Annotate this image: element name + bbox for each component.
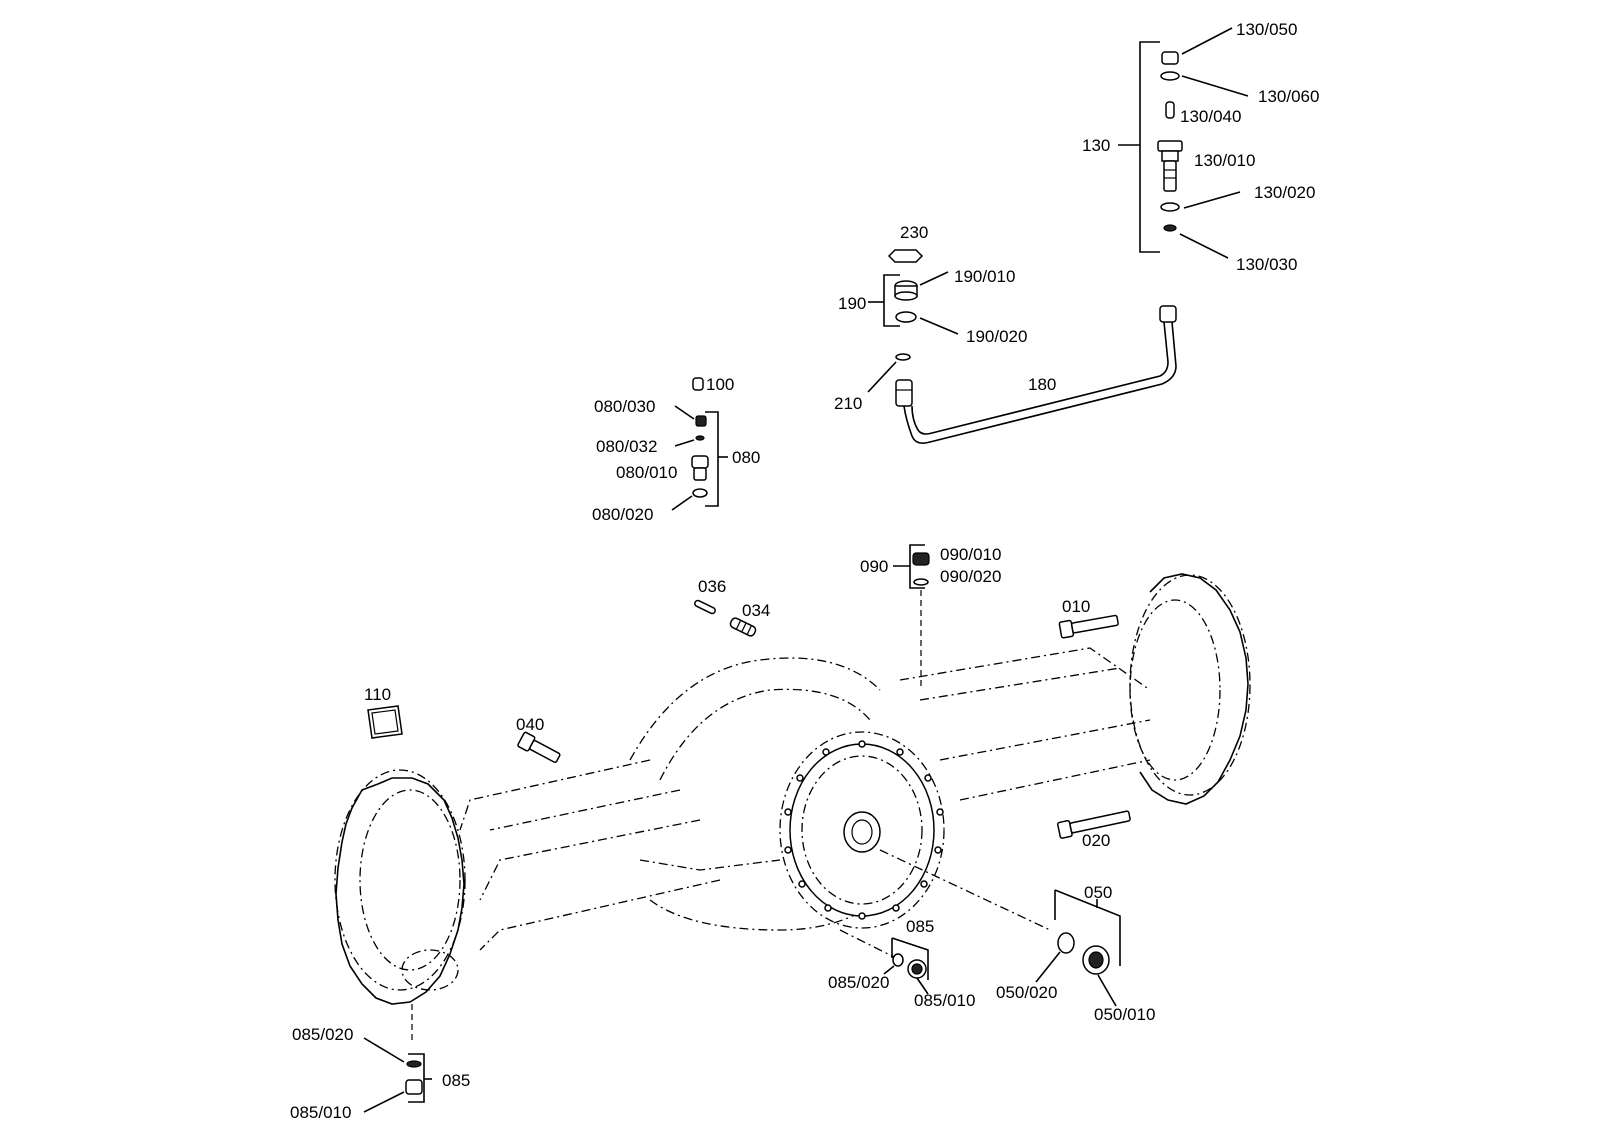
breather-080-010 bbox=[691, 455, 709, 481]
label-130-030: 130/030 bbox=[1236, 255, 1297, 274]
bolt-020 bbox=[1056, 810, 1131, 839]
plug-085-010 bbox=[907, 959, 927, 979]
pins bbox=[694, 599, 757, 637]
left-wheel-hub bbox=[334, 769, 466, 1005]
label-010: 010 bbox=[1062, 597, 1090, 616]
label-130-020: 130/020 bbox=[1254, 183, 1315, 202]
label-085-010-left: 085/010 bbox=[290, 1103, 351, 1122]
axle-housing bbox=[334, 573, 1251, 1042]
label-085-left: 085 bbox=[442, 1071, 470, 1090]
label-050-020: 050/020 bbox=[996, 983, 1057, 1002]
label-090-010: 090/010 bbox=[940, 545, 1001, 564]
bolt-010 bbox=[1058, 614, 1119, 639]
label-090-020: 090/020 bbox=[940, 567, 1001, 586]
pin-034 bbox=[729, 617, 757, 637]
label-130: 130 bbox=[1082, 136, 1110, 155]
ring-210 bbox=[895, 353, 911, 361]
callout-labels: 130/050 130/060 130/040 130 130/010 130/… bbox=[290, 20, 1319, 1122]
right-wheel-hub bbox=[1129, 573, 1251, 805]
ring-050-020 bbox=[1057, 932, 1075, 954]
label-034: 034 bbox=[742, 601, 770, 620]
plug-090-010 bbox=[912, 552, 930, 566]
label-085: 085 bbox=[906, 917, 934, 936]
pipe-180 bbox=[895, 305, 1177, 444]
label-130-040: 130/040 bbox=[1180, 107, 1241, 126]
ring-085-020-left bbox=[406, 1060, 422, 1068]
part-group-190 bbox=[867, 249, 1177, 444]
label-180: 180 bbox=[1028, 375, 1056, 394]
label-110: 110 bbox=[364, 685, 391, 704]
label-100: 100 bbox=[706, 375, 734, 394]
ring-190-020 bbox=[895, 311, 917, 323]
label-190-020: 190/020 bbox=[966, 327, 1027, 346]
label-085-010: 085/010 bbox=[914, 991, 975, 1010]
label-080: 080 bbox=[732, 448, 760, 467]
ring-085-020 bbox=[892, 953, 904, 967]
part-group-085-left bbox=[363, 1037, 432, 1113]
label-230: 230 bbox=[900, 223, 928, 242]
cap-130-050 bbox=[1161, 51, 1179, 65]
valve-130-010 bbox=[1157, 140, 1183, 192]
label-050-010: 050/010 bbox=[1094, 1005, 1155, 1024]
pin-130-040 bbox=[1165, 101, 1175, 119]
label-090: 090 bbox=[860, 557, 888, 576]
ring-130-060 bbox=[1160, 71, 1180, 81]
fitting-190-010 bbox=[894, 280, 918, 301]
pin-036 bbox=[694, 599, 716, 615]
label-130-060: 130/060 bbox=[1258, 87, 1319, 106]
ring-130-020 bbox=[1160, 202, 1180, 212]
ring-080-032 bbox=[695, 435, 705, 441]
label-080-032: 080/032 bbox=[596, 437, 657, 456]
label-020: 020 bbox=[1082, 831, 1110, 850]
label-085-020-left: 085/020 bbox=[292, 1025, 353, 1044]
label-040: 040 bbox=[516, 715, 544, 734]
bolt-040 bbox=[517, 731, 561, 763]
part-group-090 bbox=[893, 544, 930, 690]
label-080-020: 080/020 bbox=[592, 505, 653, 524]
part-group-080 bbox=[671, 377, 728, 511]
label-080-010: 080/010 bbox=[616, 463, 677, 482]
plate-110 bbox=[367, 705, 403, 739]
ring-090-020 bbox=[913, 578, 929, 586]
label-130-050: 130/050 bbox=[1236, 20, 1297, 39]
ring-080-020 bbox=[692, 488, 708, 498]
part-group-050 bbox=[1035, 889, 1121, 1007]
label-085-020: 085/020 bbox=[828, 973, 889, 992]
part-group-130 bbox=[1118, 27, 1249, 259]
plug-100 bbox=[692, 377, 704, 391]
label-036: 036 bbox=[698, 577, 726, 596]
seal-050-010 bbox=[1082, 945, 1110, 975]
label-190: 190 bbox=[838, 294, 866, 313]
label-080-030: 080/030 bbox=[594, 397, 655, 416]
label-050: 050 bbox=[1084, 883, 1112, 902]
differential-flange bbox=[779, 731, 945, 929]
part-group-085-center bbox=[883, 937, 929, 995]
label-190-010: 190/010 bbox=[954, 267, 1015, 286]
label-210: 210 bbox=[834, 394, 862, 413]
seal-130-030 bbox=[1163, 224, 1177, 232]
plug-085-010-left bbox=[405, 1079, 423, 1095]
label-130-010: 130/010 bbox=[1194, 151, 1255, 170]
plug-080-030 bbox=[695, 415, 707, 427]
nut-230 bbox=[887, 249, 924, 263]
